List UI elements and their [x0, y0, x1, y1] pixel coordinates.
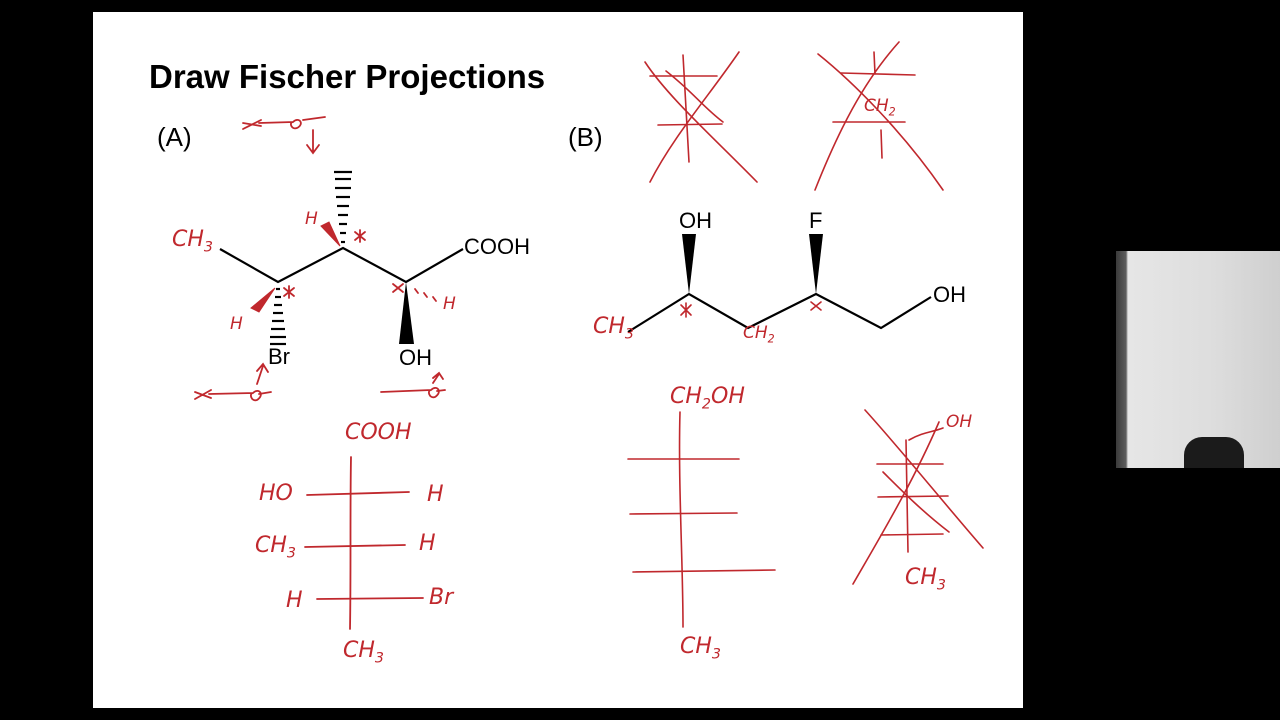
fischer-a-row1-left: HO: [259, 481, 293, 506]
annotation-a-h-right: H: [443, 294, 456, 314]
fischer-a-row2-right: H: [419, 531, 436, 556]
webcam-chair-shape: [1184, 437, 1244, 468]
annotation-b-ch2-mid: CH2: [743, 323, 775, 346]
part-b-label: (B): [568, 122, 603, 152]
molecule-b-solid-wedge-oh: [682, 234, 696, 294]
fischer-b-top: CH2OH: [670, 384, 745, 413]
molecule-a-carboxyl: COOH: [464, 234, 530, 259]
molecule-a-hashed-wedge-top: [334, 170, 352, 244]
fischer-a-top: COOH: [345, 420, 412, 445]
slide: Draw Fischer Projections (A) (B): [93, 12, 1023, 708]
slide-title: Draw Fischer Projections: [149, 58, 546, 95]
molecule-b-hydroxyl-end: OH: [933, 282, 966, 307]
molecule-a-hydroxyl: OH: [399, 345, 432, 370]
annotation-b-sketch-ch3: CH3: [905, 565, 947, 594]
fischer-a-row1-right: H: [427, 482, 444, 507]
fischer-a-row3-left: H: [286, 588, 303, 613]
slide-drawing: [194, 41, 984, 630]
annotation-a-h-upper: H: [305, 209, 318, 229]
annotation-b-methyl-left: CH3: [593, 314, 635, 343]
molecule-b-fluoro: F: [809, 208, 823, 233]
annotation-a-red-wedges: [250, 221, 341, 313]
fischer-b-bottom: CH3: [680, 634, 722, 663]
annotation-a-methyl-left: CH3: [172, 227, 214, 256]
fischer-a-bottom: CH3: [343, 638, 385, 667]
molecule-b-solid-wedge-f: [809, 234, 823, 294]
molecule-a-solid-wedge-oh: [399, 282, 414, 344]
fischer-a-row2-left: CH3: [255, 533, 297, 562]
annotation-b-sketch-ch2: CH2: [864, 96, 896, 119]
molecule-b-hydroxyl-top: OH: [679, 208, 712, 233]
annotation-a-h-left: H: [230, 314, 243, 334]
fischer-a-row3-right: Br: [429, 585, 454, 610]
molecule-a-hashed-wedge-br: [270, 287, 286, 346]
annotation-b-marks: [627, 41, 984, 628]
molecule-a-bromo: Br: [268, 344, 290, 369]
molecule-b-skeleton: [627, 292, 932, 333]
part-a-label: (A): [157, 122, 192, 152]
annotation-a-marks: [194, 116, 446, 630]
annotation-b-sketch-oh: OH: [946, 412, 973, 432]
molecule-a-skeleton: [219, 246, 464, 284]
presenter-webcam-feed: [1116, 251, 1280, 468]
